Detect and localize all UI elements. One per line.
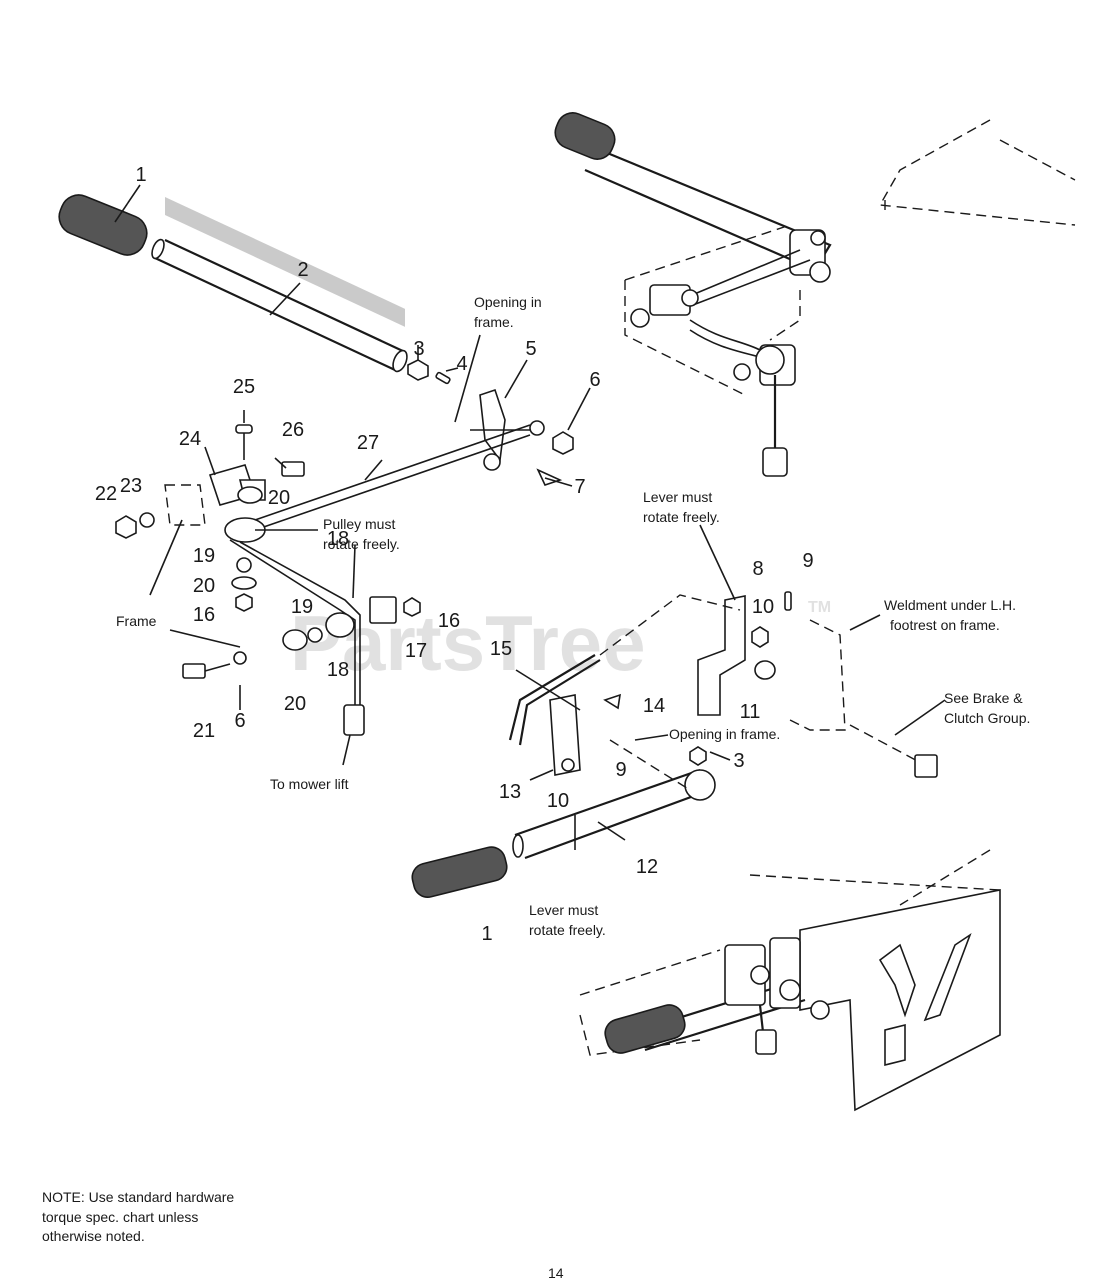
footnote: NOTE: Use standard hardware torque spec.… — [42, 1189, 234, 1244]
annotation-notes: Opening in frame. Pulley must rotate fre… — [116, 294, 1030, 938]
callout-1: 1 — [135, 164, 146, 186]
callout-19: 19 — [193, 545, 215, 567]
grip-icon-top — [554, 112, 616, 160]
callout-19-b: 19 — [291, 596, 313, 618]
callout-10: 10 — [752, 596, 774, 618]
note-to-mower-lift: To mower lift — [270, 776, 349, 792]
callout-labels: 1 2 3 4 5 6 7 8 9 10 11 12 13 14 15 16 1… — [95, 164, 814, 945]
callout-11: 11 — [740, 701, 761, 723]
callout-15: 15 — [490, 638, 512, 660]
note-see-brake-line1: See Brake & — [944, 690, 1023, 706]
callout-24: 24 — [179, 428, 201, 450]
note-lever-must-line2: rotate freely. — [643, 509, 720, 525]
callout-2: 2 — [297, 259, 308, 281]
callout-9: 9 — [802, 550, 813, 572]
watermark-text: PartsTree — [290, 599, 646, 687]
callout-26: 26 — [282, 419, 304, 441]
exploded-view-right — [411, 591, 938, 898]
note-lever-must-line1: Lever must — [643, 489, 712, 505]
callout-20-b: 20 — [193, 575, 215, 597]
note-frame: Frame — [116, 613, 157, 629]
note-pulley-line1: Pulley must — [323, 516, 395, 532]
callout-7: 7 — [574, 476, 585, 498]
callout-20: 20 — [268, 487, 290, 509]
grip-icon-lower — [411, 846, 508, 898]
callout-6: 6 — [589, 369, 600, 391]
callout-6-b: 6 — [234, 710, 245, 732]
callout-8: 8 — [752, 558, 763, 580]
note-weldment-line2: footrest on frame. — [890, 617, 1000, 633]
grip-icon — [58, 194, 148, 256]
note-opening-frame-line2: frame. — [474, 314, 514, 330]
callout-9-b: 9 — [615, 759, 626, 781]
callout-16-b: 16 — [438, 610, 460, 632]
callout-3: 3 — [413, 338, 424, 360]
footnote-line3: otherwise noted. — [42, 1228, 145, 1244]
footnote-line2: torque spec. chart unless — [42, 1209, 198, 1225]
exploded-view-left — [58, 194, 574, 736]
watermark-trademark: TM — [808, 599, 831, 616]
note-lever-must-b-line1: Lever must — [529, 902, 598, 918]
callout-25: 25 — [233, 376, 255, 398]
callout-13: 13 — [499, 781, 521, 803]
callout-18-b: 18 — [327, 659, 349, 681]
note-pulley-line2: rotate freely. — [323, 536, 400, 552]
callout-14: 14 — [643, 695, 665, 717]
page-number: 14 — [548, 1265, 564, 1280]
callout-23: 23 — [120, 475, 142, 497]
callout-3-b: 3 — [733, 750, 744, 772]
callout-17: 17 — [405, 640, 427, 662]
callout-16: 16 — [193, 604, 215, 626]
callout-18: 18 — [327, 528, 349, 550]
assembled-view-top — [554, 112, 1076, 477]
callout-27: 27 — [357, 432, 379, 454]
watermark: PartsTree TM — [290, 599, 831, 687]
note-weldment-line1: Weldment under L.H. — [884, 597, 1016, 613]
callout-10-b: 10 — [547, 790, 569, 812]
callout-20-c: 20 — [284, 693, 306, 715]
callout-12: 12 — [636, 856, 658, 878]
assembled-view-bottom — [579, 849, 1001, 1112]
footnote-line1: NOTE: Use standard hardware — [42, 1189, 234, 1205]
note-opening-frame-line1: Opening in — [474, 294, 542, 310]
callout-22: 22 — [95, 483, 117, 505]
callout-1-b: 1 — [481, 923, 492, 945]
note-lever-must-b-line2: rotate freely. — [529, 922, 606, 938]
leader-lines — [114, 184, 946, 850]
note-opening-frame-b: Opening in frame. — [669, 726, 780, 742]
callout-21: 21 — [193, 720, 215, 742]
note-see-brake-line2: Clutch Group. — [944, 710, 1030, 726]
callout-5: 5 — [525, 338, 536, 360]
callout-4: 4 — [456, 353, 467, 375]
